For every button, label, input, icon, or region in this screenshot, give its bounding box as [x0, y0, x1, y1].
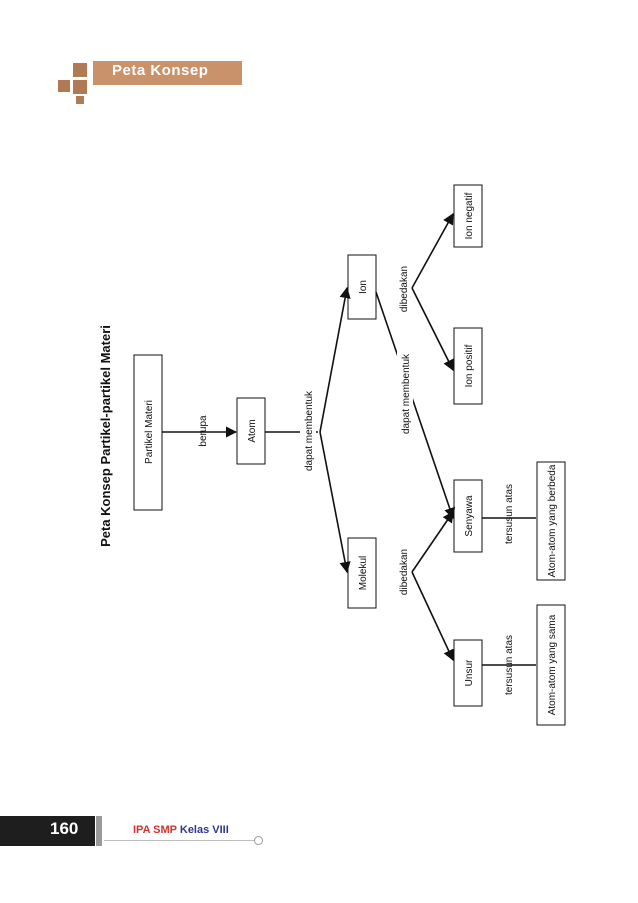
decor-square	[76, 96, 84, 104]
connector-ion-senyawa	[375, 291, 456, 520]
label-dibedakan: dibedakan	[399, 266, 410, 312]
connector-ion-positif	[411, 287, 454, 372]
node-atom: Atom	[247, 419, 258, 442]
node-atom-berbeda: Atom-atom yang berbeda	[547, 464, 558, 577]
node-ion: Ion	[358, 280, 369, 294]
node-ion-positif: Ion positif	[464, 344, 475, 387]
label-tersusun-atas: tersusun atas	[504, 635, 515, 695]
footer-rule	[104, 840, 254, 841]
book-title-part2: Kelas VIII	[179, 824, 229, 836]
page-number: 160	[50, 819, 79, 838]
label-dapat-membentuk: dapat membentuk	[401, 353, 412, 434]
node-molekul: Molekul	[358, 556, 369, 590]
header-bar	[93, 61, 242, 85]
label-bg	[395, 545, 411, 600]
node-box-ion-positif	[453, 327, 483, 405]
label-bg	[300, 387, 316, 475]
label-dapat-membentuk: dapat membentuk	[304, 390, 315, 471]
node-box-atom-sama	[536, 604, 566, 726]
section-title: Peta Konsep	[112, 62, 209, 79]
connector-to-ion	[319, 286, 351, 433]
footer-divider	[96, 816, 102, 846]
connector-molekul-unsur	[411, 571, 454, 662]
connector-to-molekul	[319, 431, 351, 574]
node-partikel-materi: Partikel Materi	[144, 400, 155, 464]
node-ion-negatif: Ion negatif	[464, 192, 475, 239]
label-berupa: berupa	[198, 415, 209, 447]
node-box-ion-negatif	[453, 184, 483, 248]
label-bg	[397, 350, 413, 438]
page-number-bg	[0, 816, 95, 846]
decor-square	[73, 80, 87, 94]
connector-ion-negatif	[411, 213, 454, 289]
connector-molekul-senyawa	[411, 511, 454, 573]
label-dibedakan: dibedakan	[399, 549, 410, 595]
node-box-unsur	[453, 639, 483, 707]
node-box-atom-berbeda	[536, 461, 566, 581]
label-tersusun-atas: tersusun atas	[504, 484, 515, 544]
node-senyawa: Senyawa	[464, 495, 475, 537]
decor-square	[58, 80, 70, 92]
node-unsur: Unsur	[464, 659, 475, 686]
book-title: IPA SMP Kelas VIII	[133, 824, 229, 836]
label-bg	[395, 262, 411, 317]
footer-circle-icon	[254, 836, 263, 845]
node-atom-sama: Atom-atom yang sama	[547, 614, 558, 715]
decor-square	[73, 63, 87, 77]
book-title-part1: IPA SMP	[133, 824, 177, 836]
